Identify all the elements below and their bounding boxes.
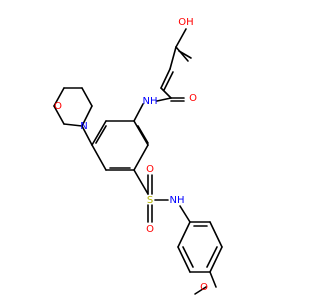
- bond-o-methyl: [194, 286, 207, 295]
- ring1-bond-2: [133, 144, 149, 171]
- bond-acid-alkene: [169, 46, 177, 70]
- label-amide-nh: NH: [143, 96, 158, 107]
- bond-c-o: [175, 46, 189, 62]
- ring1-bond-5: [91, 120, 107, 146]
- morph-bond-6: [81, 105, 93, 127]
- label-methoxy-o: O: [200, 282, 208, 293]
- bond-nh-ring: [133, 103, 144, 122]
- bond-group: [53, 28, 223, 295]
- label-morpholine-o: O: [54, 101, 62, 112]
- bond-alkene-amide-c: [160, 87, 172, 99]
- bond-nh-ring2: [179, 205, 191, 223]
- morph-bond-2: [53, 105, 65, 125]
- label-oh: OH: [178, 17, 193, 28]
- label-sulfonyl-s: S: [147, 195, 153, 206]
- morph-bond-1: [63, 123, 83, 127]
- ring2-bond-6: [177, 221, 191, 248]
- bond-ring-morph-n: [81, 125, 93, 146]
- label-sulfonyl-o-2: O: [146, 224, 154, 235]
- ring2-bond-3: [209, 246, 223, 273]
- bond-oh-c: [175, 28, 187, 48]
- ring1-inner-3: [95, 125, 107, 144]
- label-morpholine-n: N: [80, 121, 87, 132]
- ring1-bond-1: [133, 120, 149, 146]
- bond-c-o-double: [178, 50, 192, 59]
- bond-ring2-o: [209, 271, 217, 288]
- bond-ring-s: [133, 169, 149, 195]
- bond-alkene: [160, 68, 171, 89]
- label-sulfonamide-nh: NH: [170, 195, 185, 206]
- ring2-inner-2: [206, 246, 218, 268]
- ring2-bond-5: [177, 246, 191, 273]
- background: [0, 0, 300, 300]
- label-carbonyl-o-1: O: [189, 93, 197, 104]
- atom-labels: OH O NH O N S O O NH O: [54, 17, 208, 293]
- structure-svg: OH O NH O N S O O NH O: [0, 0, 300, 300]
- ring1-inner-1: [137, 125, 149, 144]
- label-sulfonyl-o-1: O: [146, 164, 154, 175]
- morph-bond-5: [81, 87, 93, 107]
- ring2-inner-3: [182, 246, 194, 268]
- morph-bond-3: [53, 87, 65, 107]
- ring1-bond-4: [91, 144, 107, 171]
- ring2-bond-2: [209, 221, 223, 248]
- bond-alkene-double: [163, 71, 174, 91]
- bond-amide-c-nh: [156, 97, 172, 102]
- molecule-diagram: OH O NH O N S O O NH O: [0, 0, 300, 300]
